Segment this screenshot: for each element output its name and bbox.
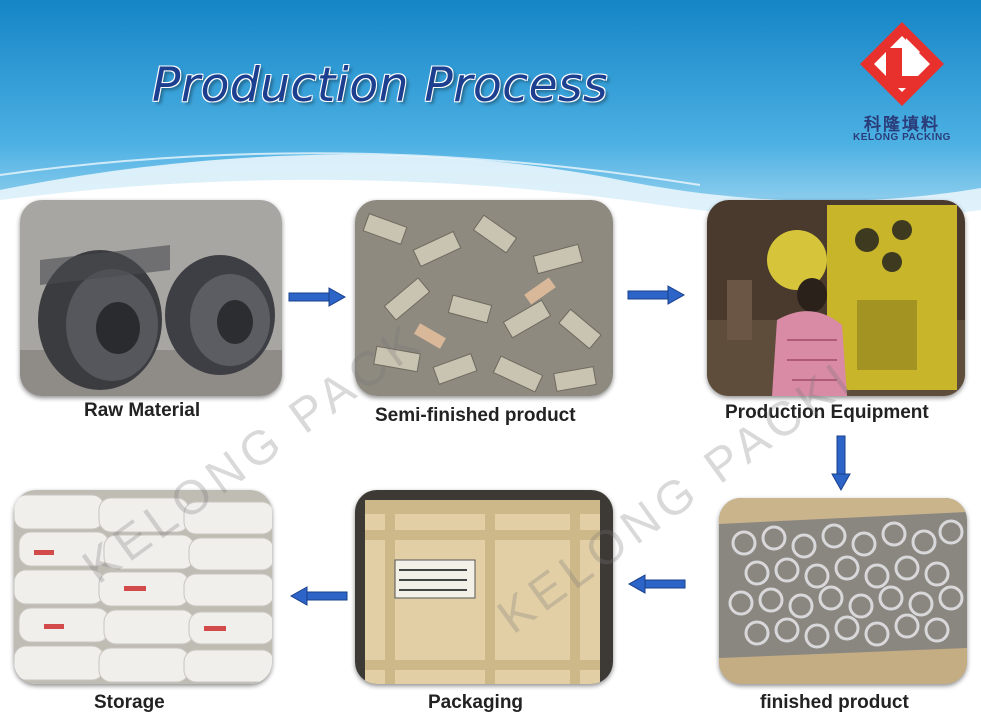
caption-finished-product: finished product: [760, 692, 909, 713]
photo-raw-material: [20, 200, 282, 396]
arrow-left-icon: [289, 586, 348, 606]
page-title: Production Process: [152, 58, 609, 113]
photo-packaging: [355, 490, 613, 684]
photo-semi-finished-product: [355, 200, 613, 396]
company-logo: 科隆填料 KELONG PACKING: [848, 18, 956, 148]
caption-packaging: Packaging: [428, 692, 524, 713]
arrow-left-icon: [627, 574, 686, 594]
photo-finished-product: [719, 498, 967, 684]
arrow-right-icon: [627, 285, 686, 305]
caption-storage: Storage: [94, 692, 165, 713]
photo-production-equipment: [707, 200, 965, 396]
logo-english-name: KELONG PACKING: [853, 132, 951, 143]
caption-production-equipment: Production Equipment: [725, 402, 929, 423]
arrow-down-icon: [831, 435, 851, 492]
caption-raw-material: Raw Material: [84, 400, 201, 421]
caption-semi-finished-product: Semi-finished product: [375, 405, 576, 426]
arrow-right-icon: [288, 287, 347, 307]
kelong-logo-mark: [860, 22, 944, 106]
logo-chinese-name: 科隆填料: [864, 115, 940, 135]
photo-storage: [14, 490, 272, 684]
